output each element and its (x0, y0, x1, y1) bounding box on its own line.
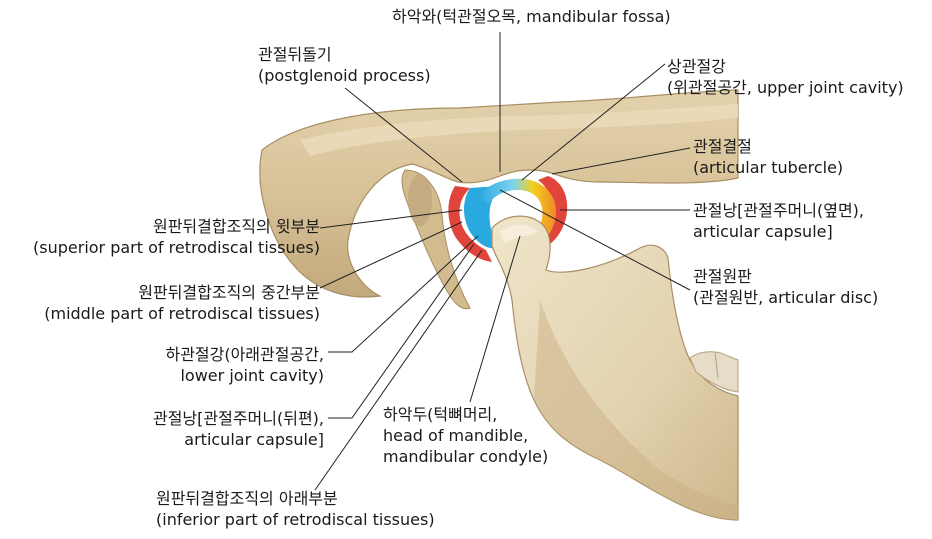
label-text: (middle part of retrodiscal tissues) (44, 304, 320, 323)
label-text: 원판뒤결합조직의 중간부분 (138, 283, 320, 302)
articular-disc (478, 178, 556, 244)
label-text: (articular tubercle) (693, 158, 844, 177)
label-capsule-posterior: 관절낭[관절주머니(뒤편), articular capsule] (153, 408, 324, 450)
label-text: head of mandible, (383, 426, 529, 445)
label-text: 관절결절 (693, 137, 752, 156)
capsule-posterior (448, 186, 492, 262)
label-retrodiscal-middle: 원판뒤결합조직의 중간부분 (middle part of retrodisca… (44, 282, 320, 324)
label-text: 하악와(턱관절오목, mandibular fossa) (392, 7, 671, 26)
label-text: lower joint cavity) (180, 366, 324, 385)
leader-lines (314, 32, 691, 491)
label-text: 하관절강(아래관절공간, (165, 345, 324, 364)
label-text: (superior part of retrodiscal tissues) (33, 238, 320, 257)
label-text: (위관절공간, upper joint cavity) (667, 78, 904, 97)
label-retrodiscal-superior: 원판뒤결합조직의 윗부분 (superior part of retrodisc… (33, 216, 320, 258)
label-lower-joint-cavity: 하관절강(아래관절공간, lower joint cavity) (165, 344, 324, 386)
label-postglenoid-process: 관절뒤돌기 (postglenoid process) (258, 44, 431, 86)
label-text: articular capsule] (184, 430, 324, 449)
label-text: 관절원판 (693, 267, 752, 286)
label-text: 원판뒤결합조직의 아래부분 (156, 489, 338, 508)
label-text: (postglenoid process) (258, 66, 431, 85)
label-text: 관절뒤돌기 (258, 45, 332, 64)
label-text: mandibular condyle) (383, 447, 549, 466)
label-text: 상관절강 (667, 57, 726, 76)
label-retrodiscal-inferior: 원판뒤결합조직의 아래부분 (inferior part of retrodis… (156, 488, 435, 530)
label-text: (관절원반, articular disc) (693, 288, 879, 307)
label-text: 관절낭[관절주머니(옆면), (693, 201, 865, 220)
label-capsule-lateral: 관절낭[관절주머니(옆면), articular capsule] (693, 200, 864, 242)
label-articular-disc: 관절원판 (관절원반, articular disc) (693, 266, 878, 308)
label-mandibular-fossa: 하악와(턱관절오목, mandibular fossa) (392, 6, 671, 27)
label-text: 하악두(턱뼈머리, (383, 405, 498, 424)
retrodiscal-tissue (464, 186, 500, 249)
label-mandibular-condyle: 하악두(턱뼈머리, head of mandible, mandibular c… (383, 404, 548, 467)
label-text: 원판뒤결합조직의 윗부분 (152, 217, 320, 236)
label-text: articular capsule] (693, 222, 833, 241)
label-upper-joint-cavity: 상관절강 (위관절공간, upper joint cavity) (667, 56, 904, 98)
label-text: 관절낭[관절주머니(뒤편), (152, 409, 324, 428)
label-articular-tubercle: 관절결절 (articular tubercle) (693, 136, 843, 178)
label-text: (inferior part of retrodiscal tissues) (156, 510, 435, 529)
